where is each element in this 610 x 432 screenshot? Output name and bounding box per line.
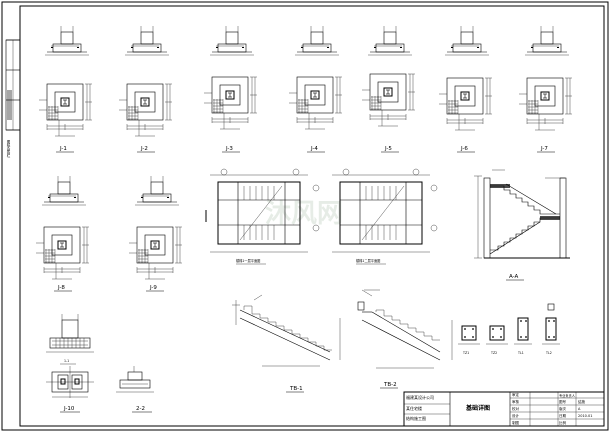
footing-label-j9: J-9 — [149, 285, 157, 291]
title-block-row-0: 审定 — [512, 393, 519, 397]
footing-j1: J-1 — [38, 25, 93, 153]
stair-plan-1: 楼梯1一层平面图 — [205, 168, 320, 265]
footing-j10: J-10 — [46, 366, 94, 413]
section-22: 2-2 — [116, 366, 154, 413]
beam-label-tz1: TZ1 — [462, 351, 469, 355]
footing-j4: J-4 — [288, 25, 343, 153]
stair-slab-tb1-label: TB-1 — [289, 386, 303, 392]
footing-label-j2: J-2 — [140, 146, 148, 152]
stair-plan-2: 楼梯1二层平面图 — [332, 168, 438, 265]
stair-slab-tb2-label: TB-2 — [383, 382, 397, 388]
title-block-row-4: 制图 — [512, 421, 519, 425]
beam-label-tz2: TZ2 — [490, 351, 497, 355]
title-block-row-3: 设计 — [512, 414, 519, 418]
title-block-right-0: 专业负责人 — [559, 394, 575, 398]
footing-label-j8: J-8 — [57, 285, 65, 291]
beam-details: TZ1 TZ2 TL1 TL2 — [458, 303, 560, 355]
footing-label-j4: J-4 — [310, 146, 318, 152]
title-block-right-1: 图号 — [559, 400, 566, 404]
title-block-company: 福建某设计公司 — [406, 395, 434, 400]
section-22-label: 2-2 — [136, 406, 145, 412]
title-block-drawing-name: 基础详图 — [466, 405, 491, 412]
title-block — [403, 391, 605, 427]
footing-j7: J-7 — [518, 25, 573, 153]
beam-label-tl1: TL1 — [517, 351, 524, 355]
title-block-right-2-val: A — [578, 407, 581, 411]
footing-j8: J-8 — [35, 175, 90, 292]
margin-label: 图纸会签栏 — [7, 140, 11, 158]
title-block-row-1: 审核 — [512, 400, 519, 404]
title-block-right-2: 版次 — [559, 407, 566, 411]
stair-slab-tb2: TB-2 — [357, 289, 453, 389]
footing-label-j10: J-10 — [63, 406, 75, 412]
footing-label-j3: J-3 — [225, 146, 233, 152]
footing-j9: J-9 — [128, 175, 183, 292]
stair-slab-tb1: TB-1 — [232, 294, 341, 393]
footing-label-j7: J-7 — [540, 146, 548, 152]
footing-j3: J-3 — [203, 25, 258, 153]
footing-j2: J-2 — [118, 25, 173, 153]
beam-label-tl2: TL2 — [545, 351, 552, 355]
title-block-row-2: 校对 — [512, 407, 519, 411]
footing-j6: J-6 — [438, 25, 493, 153]
section-11-label: 1-1 — [64, 359, 69, 363]
title-block-right-4: 比例 — [559, 421, 566, 425]
section-11: 1-1 — [46, 314, 94, 365]
footing-label-j6: J-6 — [460, 146, 468, 152]
footing-label-j1: J-1 — [59, 146, 67, 152]
footing-j5: J-5 — [361, 25, 416, 153]
stair-plan-2-label: 楼梯1二层平面图 — [356, 258, 380, 263]
inner-border — [19, 5, 605, 427]
section-aa: A-A — [474, 169, 570, 281]
title-block-right-1-val: 结施 — [578, 400, 585, 404]
stair-plan-1-label: 楼梯1一层平面图 — [236, 258, 260, 263]
left-margin-strip — [5, 39, 21, 131]
watermark-text: 沐风网 — [265, 199, 343, 229]
title-block-right-3: 日期 — [559, 414, 566, 418]
section-aa-label: A-A — [509, 274, 519, 280]
title-block-project-2: 结构施工图 — [406, 416, 426, 421]
title-block-right-3-val: 2010.01 — [578, 414, 593, 418]
title-block-project-1: 某住宅楼 — [406, 406, 422, 411]
footing-label-j5: J-5 — [384, 146, 392, 152]
